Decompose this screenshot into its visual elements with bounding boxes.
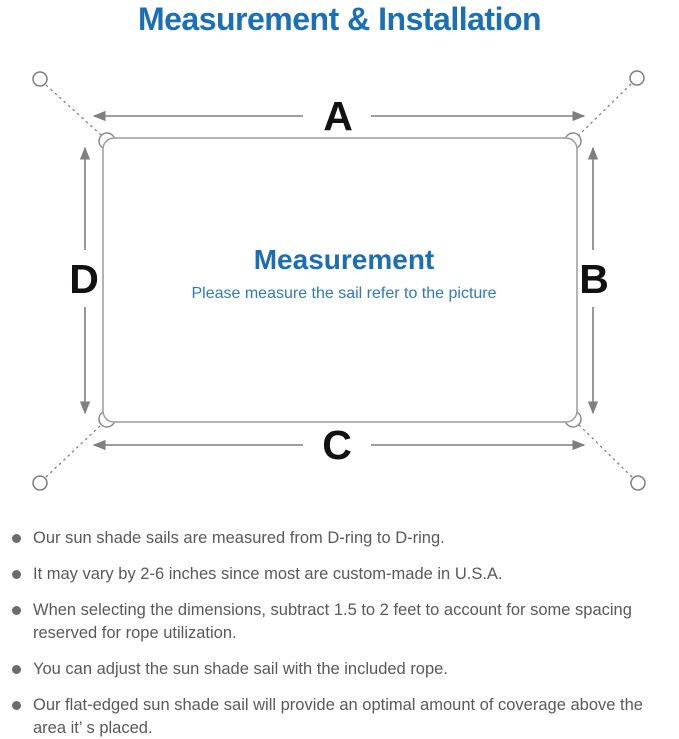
- rope-dashed-line-bottom-left: [45, 424, 102, 478]
- mounting-point-circle-bottom-right: [630, 475, 646, 491]
- note-item-3: When selecting the dimensions, subtract …: [10, 599, 675, 645]
- diagram-center-title: Measurement: [254, 244, 435, 275]
- note-item-2: It may vary by 2-6 inches since most are…: [10, 563, 675, 586]
- mounting-point-circle-top-left: [32, 71, 48, 87]
- note-item-4: You can adjust the sun shade sail with t…: [10, 658, 675, 681]
- note-text: Our flat-edged sun shade sail will provi…: [33, 696, 643, 737]
- shade-sail-outline: [102, 137, 578, 423]
- side-label-a: A: [323, 93, 353, 139]
- rope-dashed-line-top-left: [45, 84, 102, 136]
- side-label-c: C: [322, 422, 352, 468]
- measurement-diagram: A C D B Measurement Please measure the s…: [0, 58, 679, 520]
- note-text: You can adjust the sun shade sail with t…: [33, 660, 448, 678]
- note-text: Our sun shade sails are measured from D-…: [33, 529, 445, 547]
- note-text: It may vary by 2-6 inches since most are…: [33, 565, 503, 583]
- note-text: When selecting the dimensions, subtract …: [33, 601, 632, 642]
- side-label-d: D: [69, 256, 99, 302]
- rope-dashed-line-bottom-right: [578, 424, 633, 478]
- bullet-dot-icon: [12, 606, 21, 615]
- notes-list: Our sun shade sails are measured from D-…: [10, 527, 675, 739]
- bullet-dot-icon: [12, 534, 21, 543]
- rope-dashed-line-top-right: [578, 83, 632, 136]
- mounting-point-circle-top-right: [629, 70, 645, 86]
- bullet-dot-icon: [12, 570, 21, 579]
- note-item-5: Our flat-edged sun shade sail will provi…: [10, 694, 675, 739]
- diagram-center-subtitle: Please measure the sail refer to the pic…: [191, 285, 496, 302]
- bullet-dot-icon: [12, 665, 21, 674]
- page-title: Measurement & Installation: [137, 1, 542, 37]
- note-item-1: Our sun shade sails are measured from D-…: [10, 527, 675, 550]
- mounting-point-circle-bottom-left: [32, 475, 48, 491]
- side-label-b: B: [579, 256, 609, 302]
- bullet-dot-icon: [12, 701, 21, 710]
